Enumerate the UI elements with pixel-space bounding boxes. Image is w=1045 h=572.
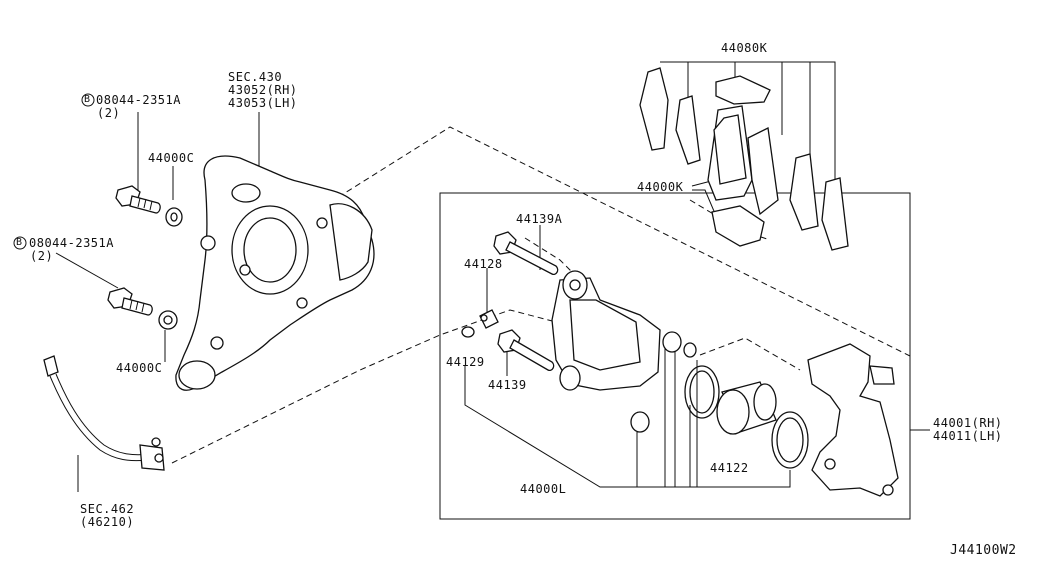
piston <box>716 381 777 435</box>
brake-hose <box>43 355 165 471</box>
label-44080k: 44080K <box>721 41 768 55</box>
guide-pin-upper <box>493 231 559 276</box>
label-44139: 44139 <box>488 378 527 392</box>
dashed-line-pins <box>524 237 601 301</box>
label-44122: 44122 <box>710 461 749 475</box>
pad-kit <box>639 67 849 251</box>
leader-44080k <box>660 61 836 180</box>
bolt-lower <box>107 287 153 316</box>
label-sec430: SEC.430 <box>228 70 283 84</box>
label-44000k: 44000K <box>637 180 684 194</box>
guide-pin-lower <box>497 329 555 372</box>
piston-seal-small-2 <box>683 342 697 358</box>
label-44011: 44011(LH) <box>933 429 1003 443</box>
label-bolt-b-code: 08044-2351A <box>29 236 114 250</box>
caliper-housing <box>551 270 661 391</box>
label-46210: (46210) <box>80 515 135 529</box>
bolt-a-badge: B <box>84 94 91 105</box>
dust-boot-small <box>630 411 650 433</box>
leader-bolt-b <box>55 252 119 289</box>
label-44128: 44128 <box>464 257 503 271</box>
label-bolt-a-qty: (2) <box>97 106 121 120</box>
label-bolt-b-qty: (2) <box>30 249 54 263</box>
piston-boot <box>771 411 809 469</box>
label-44139a: 44139A <box>516 212 563 226</box>
steering-knuckle <box>175 155 375 391</box>
caliper-support-bracket <box>807 343 899 497</box>
bleeder-screw <box>479 309 499 329</box>
bolt-b-badge: B <box>16 237 23 248</box>
dashed-line-piston <box>699 337 801 371</box>
bolt-upper <box>115 185 161 214</box>
label-washer-bot: 44000C <box>116 361 163 375</box>
label-sec462: SEC.462 <box>80 502 135 516</box>
label-43052: 43052(RH) <box>228 83 298 97</box>
label-bolt-a-code: 08044-2351A <box>96 93 181 107</box>
label-washer-top: 44000C <box>148 151 195 165</box>
piston-seal-small <box>662 331 682 353</box>
bolt-b-badge-circle <box>13 236 27 250</box>
piston-seal <box>684 365 720 419</box>
footer-code: J44100W2 <box>950 543 1017 558</box>
label-44000l: 44000L <box>520 482 567 496</box>
label-43053: 43053(LH) <box>228 96 298 110</box>
label-44129: 44129 <box>446 355 485 369</box>
bolt-a-badge-circle <box>81 93 95 107</box>
leader-44129 <box>464 365 791 488</box>
label-44001: 44001(RH) <box>933 416 1003 430</box>
bleeder-cap <box>461 326 475 338</box>
